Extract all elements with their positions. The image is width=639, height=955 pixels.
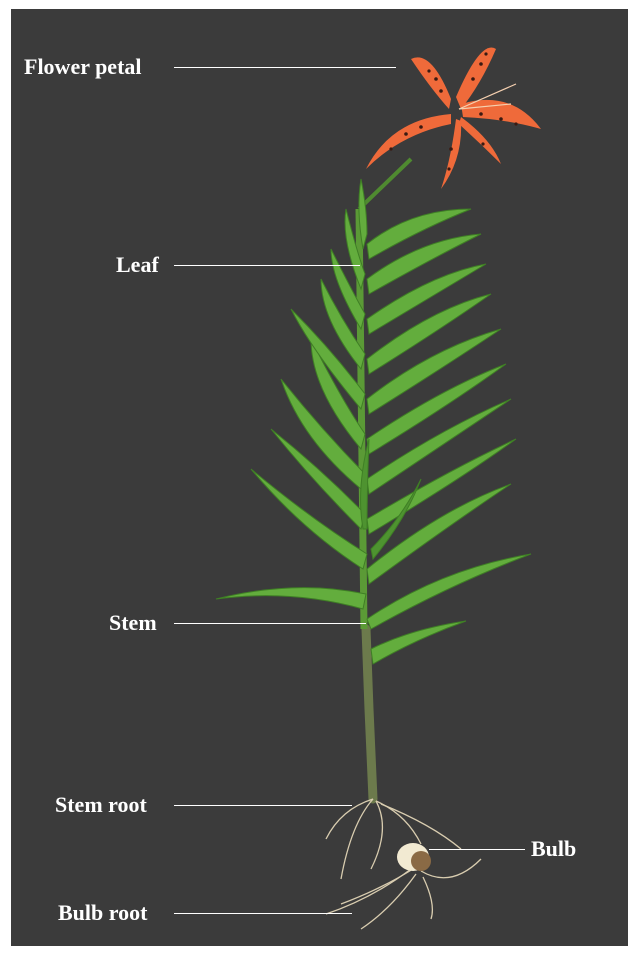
stem-leader-line [174, 623, 366, 624]
stem-root-label: Stem root [55, 793, 147, 817]
stem-label: Stem [109, 611, 157, 635]
flower-petal-leader-line [174, 67, 396, 68]
leaf-leader-line [174, 265, 360, 266]
plant-photo-frame: Flower petal Leaf Stem Stem root Bulb Bu… [11, 9, 628, 946]
stem-root-leader-line [174, 805, 352, 806]
flower-graphic [366, 48, 541, 189]
leaves-graphic [216, 179, 531, 664]
bulb-label: Bulb [531, 837, 576, 861]
leaf-label: Leaf [116, 253, 159, 277]
flower-petal-label: Flower petal [24, 55, 142, 79]
bulb-root-leader-line [174, 913, 352, 914]
bulb-leader-line [429, 849, 525, 850]
bulb-graphic [397, 843, 431, 871]
bulb-root-label: Bulb root [58, 901, 147, 925]
